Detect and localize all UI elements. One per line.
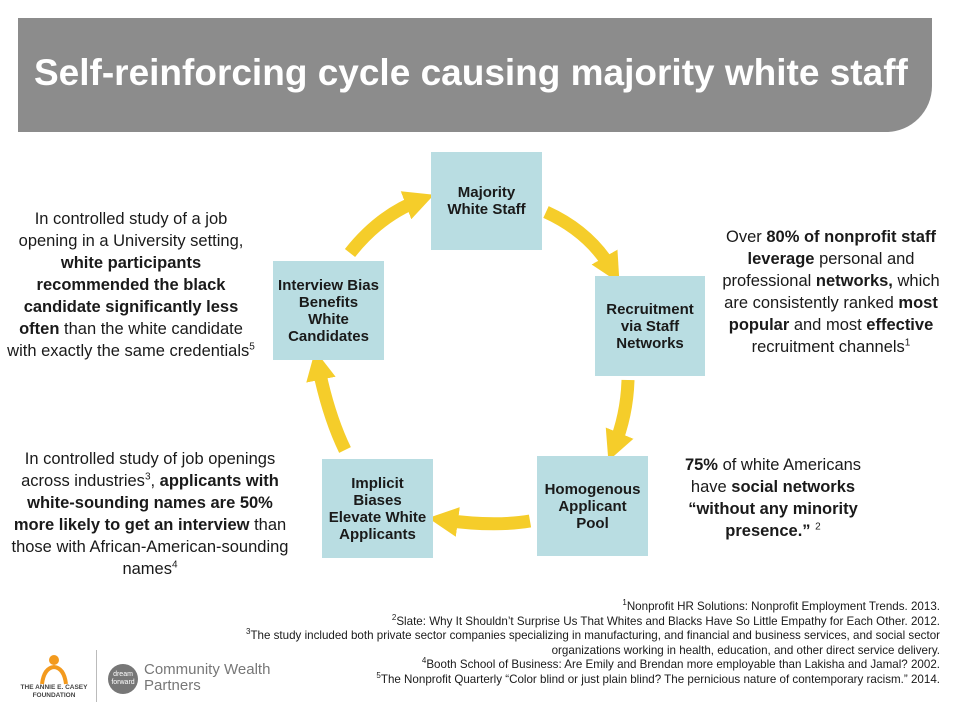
footnote-ref: 1 <box>904 337 911 349</box>
footnote-2: 2Slate: Why It Shouldn’t Surprise Us Tha… <box>220 612 940 630</box>
node-interview-bias: Interview Bias Benefits White Candidates <box>273 261 384 360</box>
arrow-interview-to-majority <box>344 191 434 258</box>
text-segment: Over <box>726 228 767 246</box>
text-segment: and most <box>789 316 867 334</box>
footnote-number: 5 <box>376 671 381 681</box>
node-majority-white-staff: Majority White Staff <box>431 152 542 250</box>
aecf-logo-icon <box>40 655 68 685</box>
text-segment: In controlled study of a job opening in … <box>18 210 244 250</box>
text-social-networks: 75% of white Americans have social netwo… <box>668 454 878 542</box>
footnote-ref: 3 <box>144 471 151 483</box>
node-homogenous-applicant-pool: Homogenous Applicant Pool <box>537 456 648 556</box>
node-recruitment-via-staff-networks: Recruitment via Staff Networks <box>595 276 705 376</box>
footnote-text: Booth School of Business: Are Emily and … <box>426 658 940 672</box>
text-emphasis: applicants with white-sounding names are… <box>13 472 279 534</box>
logo-divider <box>96 650 97 702</box>
arrow-majority-to-recruitment <box>543 206 620 283</box>
node-implicit-biases: Implicit Biases Elevate White Applicants <box>322 459 433 558</box>
aecf-logo-arc <box>40 664 68 685</box>
text-segment: which are consistently ranked <box>724 272 940 312</box>
text-segment: , <box>150 472 160 490</box>
text-nonprofit-networks: Over 80% of nonprofit staff leverage per… <box>718 226 944 358</box>
text-emphasis: 75% <box>684 456 718 474</box>
page-title: Self-reinforcing cycle causing majority … <box>34 52 908 93</box>
text-emphasis: most popular <box>728 294 938 334</box>
aecf-logo-head <box>49 655 59 665</box>
text-emphasis: 80% of nonprofit staff leverage <box>747 228 936 268</box>
footnote-1: 1Nonprofit HR Solutions: Nonprofit Emplo… <box>220 598 940 615</box>
footnotes: 1Nonprofit HR Solutions: Nonprofit Emplo… <box>220 598 940 688</box>
dream-forward-logo: dream forward <box>108 664 138 694</box>
footnote-ref: 2 <box>815 521 821 533</box>
footnote-text: Nonprofit HR Solutions: Nonprofit Employ… <box>626 600 940 613</box>
arrow-recruitment-to-homogenous <box>605 379 635 461</box>
footnote-number: 3 <box>245 627 251 637</box>
footnote-4: 4Booth School of Business: Are Emily and… <box>220 656 940 673</box>
title-bar <box>18 18 932 132</box>
text-segment: of white Americans have <box>690 456 862 496</box>
logos: THE ANNIE E. CASEY FOUNDATION dream forw… <box>14 648 274 704</box>
text-emphasis: white participants recommended the black… <box>19 254 239 338</box>
aecf-logo-text: THE ANNIE E. CASEY FOUNDATION <box>20 684 88 699</box>
text-segment: recruitment channels <box>751 338 905 356</box>
text-segment: than those with African-American-soundin… <box>11 516 289 578</box>
footnote-text: The study included both private sector c… <box>250 629 940 657</box>
text-emphasis: networks, <box>815 272 893 290</box>
text-emphasis: effective <box>866 316 934 334</box>
text-industry-study: In controlled study of job openings acro… <box>6 448 294 580</box>
footnote-text: Slate: Why It Shouldn’t Surprise Us That… <box>396 614 940 628</box>
footnote-number: 4 <box>421 656 427 666</box>
footnote-3: 3The study included both private sector … <box>220 627 940 658</box>
arrow-homogenous-to-implicit <box>428 507 532 537</box>
footnote-number: 1 <box>622 598 627 608</box>
text-segment: personal and professional <box>722 250 915 290</box>
footnote-ref: 5 <box>249 341 255 353</box>
text-emphasis: social networks “without any minority pr… <box>688 478 858 540</box>
footnote-ref: 4 <box>171 559 178 571</box>
text-segment: than the white candidate with exactly th… <box>7 320 250 360</box>
cwp-logo-text: Community Wealth Partners <box>144 661 271 694</box>
text-university-study: In controlled study of a job opening in … <box>6 208 256 362</box>
footnote-5: 5The Nonprofit Quarterly “Color blind or… <box>220 671 940 688</box>
text-segment: In controlled study of job openings acro… <box>21 450 276 490</box>
arrow-implicit-to-interview <box>306 350 351 453</box>
footnote-number: 2 <box>391 612 397 622</box>
footnote-text: The Nonprofit Quarterly “Color blind or … <box>380 672 940 686</box>
